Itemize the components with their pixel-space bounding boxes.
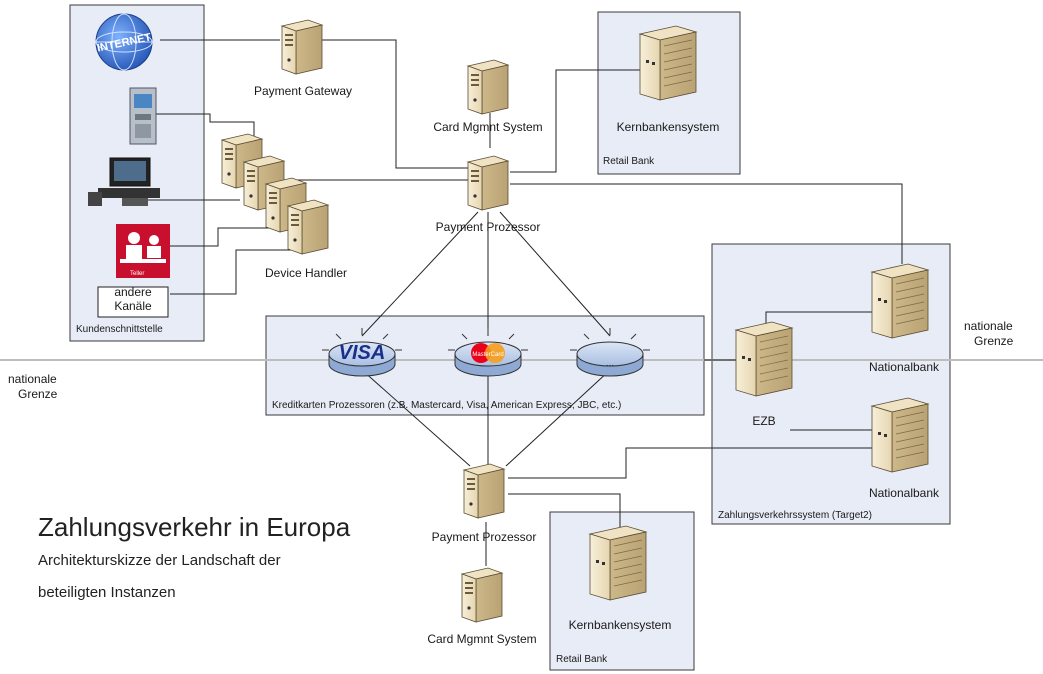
payment-gateway-label: Payment Gateway bbox=[253, 84, 353, 98]
border-left-label-2: Grenze bbox=[18, 387, 58, 401]
mastercard-logo-icon bbox=[471, 343, 505, 363]
mastercard-logo-text: MasterCard bbox=[472, 352, 503, 358]
payment-processor-top-server-icon bbox=[467, 155, 509, 211]
target2-label: Zahlungsverkehrssystem (Target2) bbox=[718, 510, 872, 521]
border-right-label-2: Grenze bbox=[974, 334, 1014, 348]
pos-terminal-icon bbox=[88, 157, 160, 206]
page-title: Zahlungsverkehr in Europa bbox=[38, 512, 351, 542]
retail-bank-bottom-label: Retail Bank bbox=[556, 654, 608, 665]
core-banking-top-rack-icon bbox=[639, 25, 697, 101]
card-mgmt-bottom-server-icon bbox=[461, 567, 503, 623]
other-channels-box bbox=[97, 286, 169, 318]
page-subtitle-line-2: beteiligten Instanzen bbox=[38, 584, 176, 601]
atm-icon bbox=[129, 87, 157, 145]
border-right-label-1: nationale bbox=[964, 319, 1013, 333]
internet-globe-icon: INTERNET bbox=[95, 13, 153, 71]
payment-gateway-server-icon bbox=[281, 19, 323, 75]
visa-logo: VISA bbox=[339, 342, 386, 364]
nationalbank-bottom-label: Nationalbank bbox=[868, 486, 940, 500]
nationalbank-bottom-rack-icon bbox=[871, 397, 929, 473]
other-channels-label-2: Kanäle bbox=[114, 299, 152, 313]
device-handler-server-icon-4 bbox=[287, 199, 329, 255]
core-banking-bottom-rack-icon bbox=[589, 525, 647, 601]
page-subtitle-line-1: Architekturskizze der Landschaft der bbox=[38, 552, 281, 569]
teller-icon bbox=[116, 224, 170, 278]
core-banking-top-label: Kernbankensystem bbox=[616, 120, 720, 134]
customer-interface-label: Kundenschnittstelle bbox=[76, 324, 163, 335]
other-processor-label: ... bbox=[606, 358, 614, 369]
card-mgmt-top-server-icon bbox=[467, 59, 509, 115]
nationalbank-top-label: Nationalbank bbox=[868, 360, 940, 374]
core-banking-bottom-label: Kernbankensystem bbox=[568, 618, 672, 632]
payment-processor-bottom-server-icon bbox=[463, 463, 505, 519]
teller-icon-label: Teller bbox=[130, 271, 144, 277]
device-handler-label: Device Handler bbox=[264, 266, 348, 280]
payment-processor-bottom-label: Payment Prozessor bbox=[431, 530, 537, 544]
nationalbank-top-rack-icon bbox=[871, 263, 929, 339]
ezb-label: EZB bbox=[752, 414, 776, 428]
retail-bank-top-label: Retail Bank bbox=[603, 156, 655, 167]
ezb-rack-icon bbox=[735, 321, 793, 397]
other-channels-label-1: andere bbox=[114, 285, 152, 299]
card-processors-label: Kreditkarten Prozessoren (z.B. Mastercar… bbox=[272, 400, 622, 411]
card-mgmt-bottom-label: Card Mgmnt System bbox=[427, 632, 537, 646]
border-left-label-1: nationale bbox=[8, 372, 57, 386]
card-mgmt-top-label: Card Mgmnt System bbox=[433, 120, 543, 134]
payment-processor-top-label: Payment Prozessor bbox=[435, 220, 541, 234]
